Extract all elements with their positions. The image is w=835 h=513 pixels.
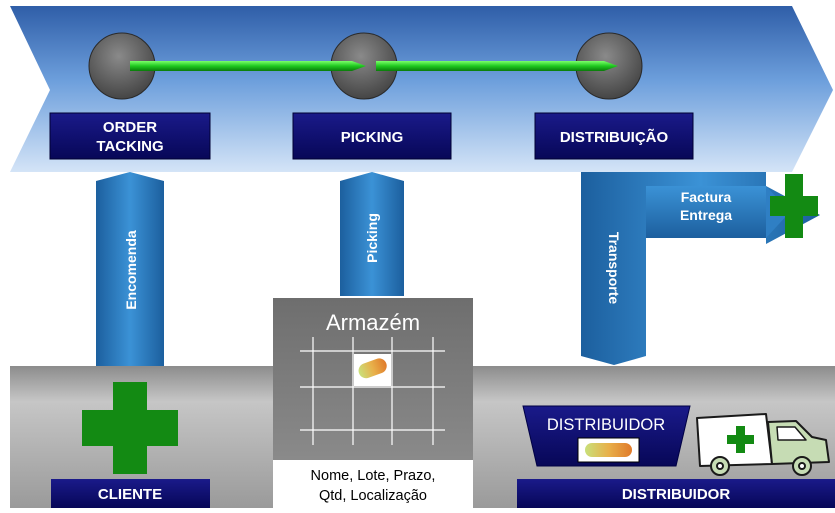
distribuidor-pill-icon bbox=[577, 437, 640, 463]
warehouse-caption: Nome, Lote, Prazo, bbox=[311, 468, 436, 484]
flow-arrow-icon bbox=[130, 61, 366, 71]
warehouse-caption-box bbox=[273, 460, 473, 508]
warehouse-grid bbox=[300, 337, 445, 445]
flow-arrow-icon bbox=[376, 61, 618, 71]
medicine-pill-icon bbox=[354, 354, 391, 386]
distribuidor-label-box bbox=[517, 479, 835, 508]
picking-label-box bbox=[292, 112, 452, 160]
distribuicao-label-box bbox=[534, 112, 694, 160]
cliente-label-box bbox=[51, 479, 210, 508]
picking-arrow bbox=[340, 172, 404, 296]
cliente-cross-icon bbox=[82, 382, 178, 474]
warehouse-caption: Qtd, Localização bbox=[319, 488, 427, 504]
order-tacking-label: TACKING bbox=[96, 138, 163, 155]
factura-branch bbox=[646, 186, 766, 238]
pharmacy-cross-icon bbox=[770, 174, 818, 238]
entrega-label: Entrega bbox=[680, 207, 732, 223]
distribuidor-box bbox=[522, 405, 691, 467]
picking-stage-label: PICKING bbox=[341, 129, 404, 146]
van-cross-icon bbox=[727, 426, 754, 453]
encomenda-label: Encomenda bbox=[123, 230, 139, 310]
distribuidor-box-label: DISTRIBUIDOR bbox=[547, 416, 665, 434]
factura-label: Factura bbox=[681, 189, 732, 205]
cliente-label: CLIENTE bbox=[98, 486, 162, 503]
distribuicao-label: DISTRIBUIÇÃO bbox=[560, 128, 669, 146]
encomenda-arrow bbox=[96, 172, 164, 366]
order-tacking-label-box bbox=[49, 112, 211, 160]
picking-flow-label: Picking bbox=[364, 213, 380, 263]
transporte-label: Transporte bbox=[606, 232, 622, 305]
order-tacking-label: ORDER bbox=[103, 119, 157, 136]
warehouse-title: Armazém bbox=[326, 310, 420, 335]
distribuidor-label: DISTRIBUIDOR bbox=[622, 486, 731, 503]
